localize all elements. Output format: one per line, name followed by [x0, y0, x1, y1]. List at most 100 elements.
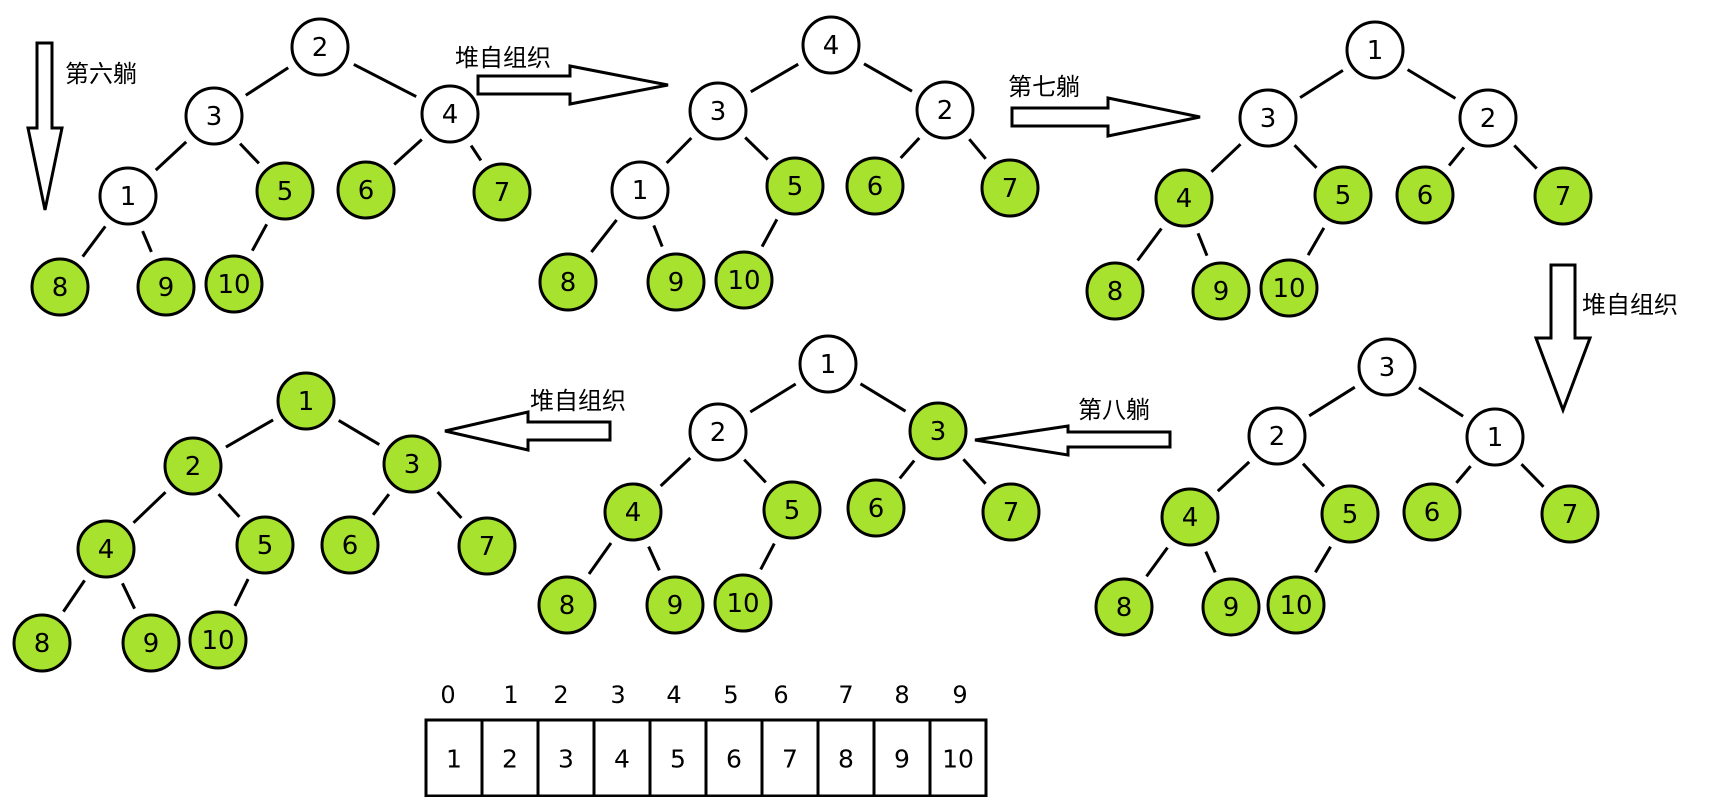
tree-6-node-circle-0 [276, 371, 336, 431]
array-index-6: 6 [773, 681, 788, 709]
tree-4-node-8: 9 [1201, 577, 1261, 637]
tree-3-node-value-2: 2 [1480, 104, 1497, 134]
tree-6-node-circle-3 [76, 519, 136, 579]
tree-2-node-0: 4 [801, 15, 861, 75]
tree-6-node-0: 1 [276, 371, 336, 431]
tree-4-node-value-5: 6 [1424, 498, 1441, 528]
tree-5-node-circle-9 [713, 573, 773, 633]
tree-5-edge-0-1 [749, 382, 797, 414]
array-index-5: 5 [723, 681, 738, 709]
array-cell-value-4: 5 [670, 745, 686, 774]
tree-4-node-value-9: 10 [1279, 591, 1312, 621]
tree-1-node-9: 10 [204, 254, 264, 314]
tree-3-node-value-0: 1 [1367, 36, 1384, 66]
tree-5-node-value-8: 9 [667, 591, 684, 621]
tree-6-node-circle-4 [235, 515, 295, 575]
array-index-4: 4 [666, 681, 681, 709]
array-index-2: 2 [553, 681, 568, 709]
tree-3-node-circle-6 [1533, 166, 1593, 226]
tree-6-node-value-8: 9 [143, 629, 160, 659]
tree-4-node-9: 10 [1266, 575, 1326, 635]
tree-2-edge-2-6 [968, 138, 987, 160]
tree-4-node-1: 2 [1247, 406, 1307, 466]
tree-edges [62, 62, 1545, 613]
array-cell-6 [760, 718, 820, 797]
tree-1-node-value-9: 10 [217, 270, 250, 300]
tree-5-node-0: 1 [798, 334, 858, 394]
tree-5-node-value-1: 2 [710, 418, 727, 448]
tree-2-edge-1-3 [665, 136, 693, 165]
tree-2-node-value-9: 10 [727, 266, 760, 296]
tree-5-edge-0-2 [859, 382, 907, 413]
array-cell-9 [928, 718, 988, 797]
tree-5-node-circle-2 [908, 401, 968, 461]
tree-4-node-circle-7 [1094, 577, 1154, 637]
tree-5-node-circle-4 [762, 480, 822, 540]
tree-3-node-value-8: 9 [1213, 277, 1230, 307]
tree-4-edge-4-9 [1314, 545, 1332, 574]
tree-1-node-circle-1 [184, 86, 244, 146]
tree-2-edge-1-4 [744, 136, 769, 161]
tree-5-node-value-4: 5 [784, 496, 801, 526]
tree-3-node-circle-5 [1395, 165, 1455, 225]
tree-1-node-1: 3 [184, 86, 244, 146]
array-cell-1 [480, 718, 540, 797]
tree-2-node-circle-2 [915, 80, 975, 140]
label-heapify-1: 堆自组织 [455, 44, 551, 72]
tree-4-node-4: 5 [1320, 484, 1380, 544]
tree-6-node-value-1: 2 [185, 452, 202, 482]
tree-1-edge-1-4 [239, 142, 260, 165]
tree-6-node-circle-7 [12, 613, 72, 673]
array-index-9: 9 [952, 681, 967, 709]
tree-3-node-3: 4 [1154, 168, 1214, 228]
tree-3-node-circle-8 [1191, 261, 1251, 321]
tree-1-node-circle-9 [204, 254, 264, 314]
label-heapify-3: 堆自组织 [530, 387, 626, 415]
tree-4-node-6: 7 [1540, 484, 1600, 544]
tree-5-edge-2-5 [898, 459, 916, 480]
array-cell-value-5: 6 [726, 745, 742, 774]
tree-4-edge-1-4 [1301, 462, 1326, 488]
tree-4-node-circle-6 [1540, 484, 1600, 544]
tree-3-node-9: 10 [1259, 258, 1319, 318]
tree-5-node-circle-1 [688, 402, 748, 462]
tree-2-node-7: 8 [538, 252, 598, 312]
tree-2-node-1: 3 [688, 81, 748, 141]
array-cell-3 [592, 718, 652, 797]
array-index-0: 0 [440, 681, 455, 709]
tree-5-node-value-3: 4 [625, 498, 642, 528]
tree-5-edge-2-6 [962, 458, 987, 485]
tree-4-edge-3-8 [1204, 550, 1217, 574]
array-cell-value-2: 3 [558, 745, 574, 774]
tree-2-node-value-5: 6 [867, 172, 884, 202]
tree-1-node-value-3: 1 [120, 182, 137, 212]
tree-3-edge-3-8 [1196, 232, 1209, 257]
tree-5-node-circle-6 [981, 482, 1041, 542]
tree-4-node-circle-4 [1320, 484, 1380, 544]
array-cell-value-3: 4 [614, 745, 630, 774]
tree-6-node-circle-5 [320, 515, 380, 575]
tree-3-node-value-4: 5 [1335, 181, 1352, 211]
tree-3-node-7: 8 [1085, 261, 1145, 321]
tree-3-node-value-6: 7 [1555, 182, 1572, 212]
left-arrow-heapify-3 [444, 410, 612, 452]
tree-6-node-8: 9 [121, 613, 181, 673]
tree-2-edge-3-7 [590, 218, 618, 254]
tree-4-node-value-2: 1 [1487, 423, 1504, 453]
tree-1-node-circle-3 [98, 166, 158, 226]
tree-2-node-circle-7 [538, 252, 598, 312]
tree-5-edge-3-8 [647, 545, 661, 572]
tree-4-node-7: 8 [1094, 577, 1154, 637]
tree-1-node-value-1: 3 [206, 102, 223, 132]
tree-3-edge-1-4 [1293, 144, 1318, 169]
tree-5-node-circle-0 [798, 334, 858, 394]
tree-1-node-value-4: 5 [277, 177, 294, 207]
tree-3-node-1: 3 [1238, 88, 1298, 148]
tree-2-node-circle-5 [845, 156, 905, 216]
tree-3-node-6: 7 [1533, 166, 1593, 226]
tree-1-node-value-0: 2 [312, 33, 329, 63]
tree-1-node-6: 7 [472, 162, 532, 222]
tree-2-edge-0-2 [863, 62, 913, 93]
